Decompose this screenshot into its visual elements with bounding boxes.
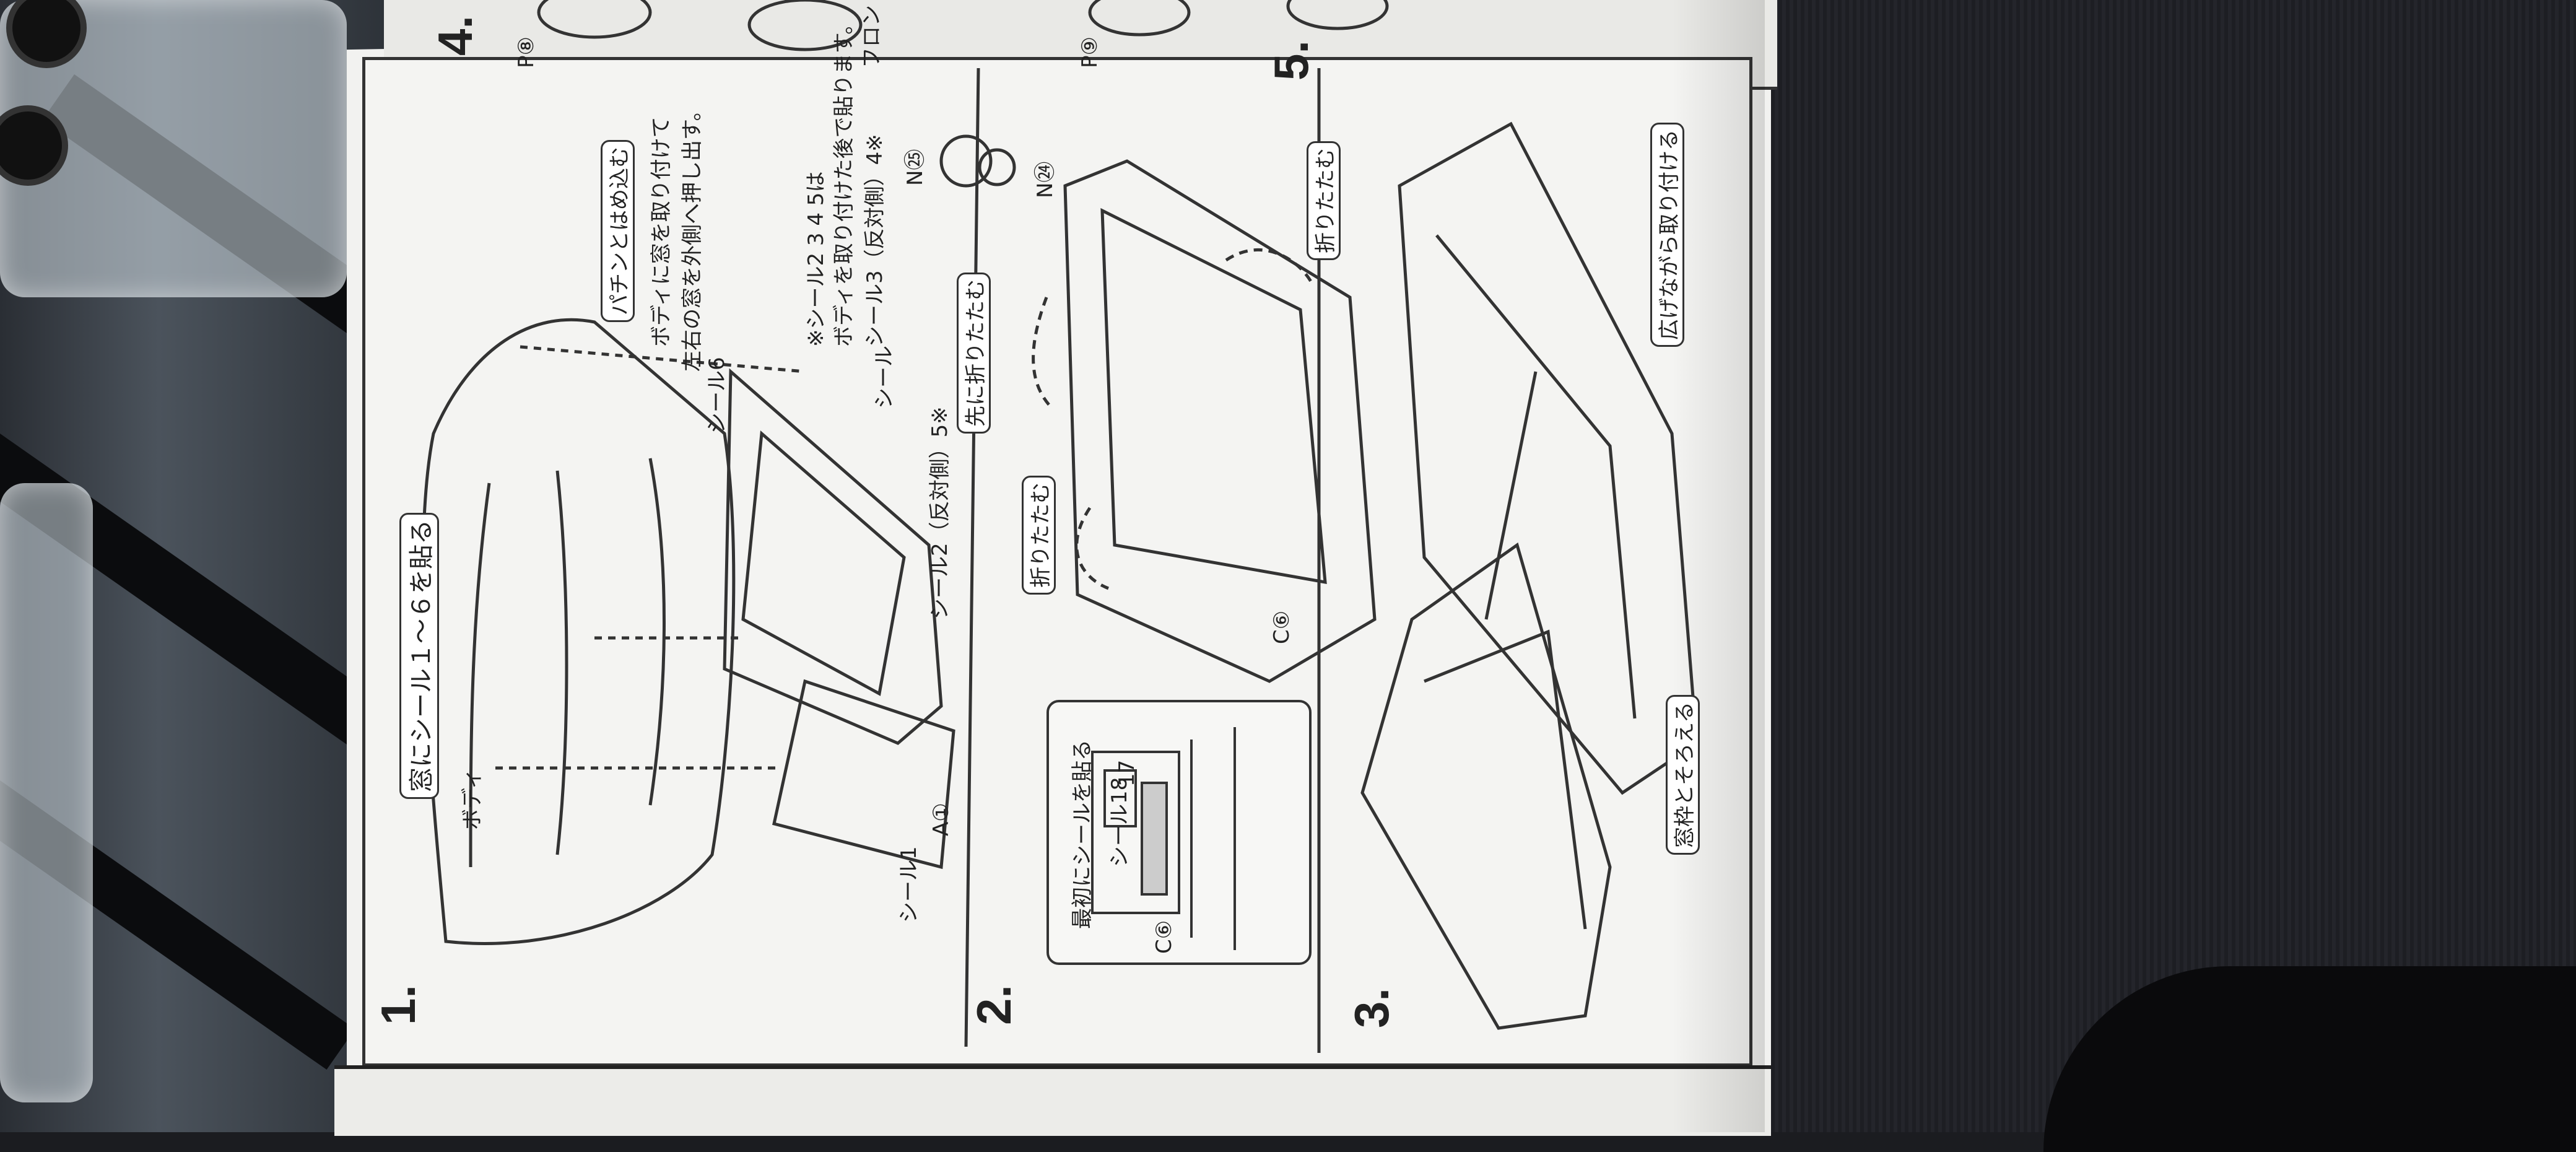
body-shell-detail [1435,234,1637,719]
carpet [1752,0,2576,1132]
part-n24-drawing [978,148,1016,186]
steering-wheel-drawing [939,134,993,188]
wheel-drawing [537,0,652,39]
footnote-1: ※シール2 3 4 5は [804,171,829,347]
front-tire-label: フロントタイヤ [855,0,885,68]
seal2-label: シール2（反対側）5※ [928,406,952,619]
guide-line [520,345,806,373]
fold-label-2: 折りたたむ [1307,141,1341,260]
part-a1-label: A① [929,803,954,836]
part-c6-label: C⑥ [1269,610,1294,644]
note-text-2: 左右の窓を外側へ押し出す。 [680,100,705,372]
car-body-detail [469,482,491,868]
wheel-drawing [747,0,863,51]
part-n24-label: N㉔ [1033,161,1058,198]
fold-arrow [1032,297,1054,410]
plastic-bag-left [0,483,93,1102]
interior-detail [1100,207,1327,585]
paper-gutter-shadow [1672,0,1765,1132]
car-body-detail [648,458,666,806]
note-text-1: ボディに窓を取り付けて [649,116,674,347]
fold-arrow [1225,248,1315,286]
seal-windows-label: シール [872,346,897,409]
chassis-detail [1424,629,1587,930]
spread-attach-label: 広げながら取り付ける [1650,123,1684,347]
step-divider [964,68,980,1047]
inset-title: 最初にシールを貼る [1070,740,1095,929]
part-p9-label: P⑨ [1077,37,1102,68]
step1-title: 窓にシール１～６を貼る [399,513,439,799]
window-glass-drawing [772,679,955,870]
part-n25-label: N㉕ [903,149,928,186]
step5-number: 5. [1264,40,1318,81]
window-glass-drawing [723,368,943,745]
wheel-drawing [1286,0,1389,30]
body-label: ボディ [460,768,485,830]
window-glass-inner [741,430,906,696]
interior-tub-drawing [1063,159,1377,683]
step4-number: 4. [428,15,482,56]
step1-number: 1. [371,984,425,1025]
sprue-wheel [6,0,87,68]
wheel-drawing [1088,0,1191,37]
footnote-2: ボディを取り付けた後で貼ります。 [832,13,856,347]
chassis-drawing [1360,542,1612,1030]
fold-arrow [1075,507,1109,590]
seal17-label: 17 [1115,759,1139,787]
seal18-label: シール18 [1107,777,1132,867]
inset-part-c6: C⑥ [1152,920,1177,954]
car-body-detail [555,470,568,855]
part-p8-label: P⑧ [514,37,539,68]
fold-first-label: 先に折りたたむ [957,273,991,434]
step2-number: 2. [967,984,1021,1025]
dark-object [2043,966,2576,1152]
assembly-arrow [1484,371,1538,620]
inset-dashboard-drawing [1091,727,1236,950]
seal-inset-box [1046,700,1312,965]
footnote-3: シール3（反対側）4※ [863,134,887,347]
sprue-wheel [0,105,68,186]
seal1-label: シール1 [897,846,921,923]
step3-number: 3. [1344,987,1399,1028]
instruction-bottom-strip [334,1065,1771,1136]
fold-label: 折りたたむ [1022,476,1056,595]
snap-in-note: パチンとはめ込む [601,140,635,322]
align-frame-label: 窓枠とそろえる [1666,695,1700,855]
